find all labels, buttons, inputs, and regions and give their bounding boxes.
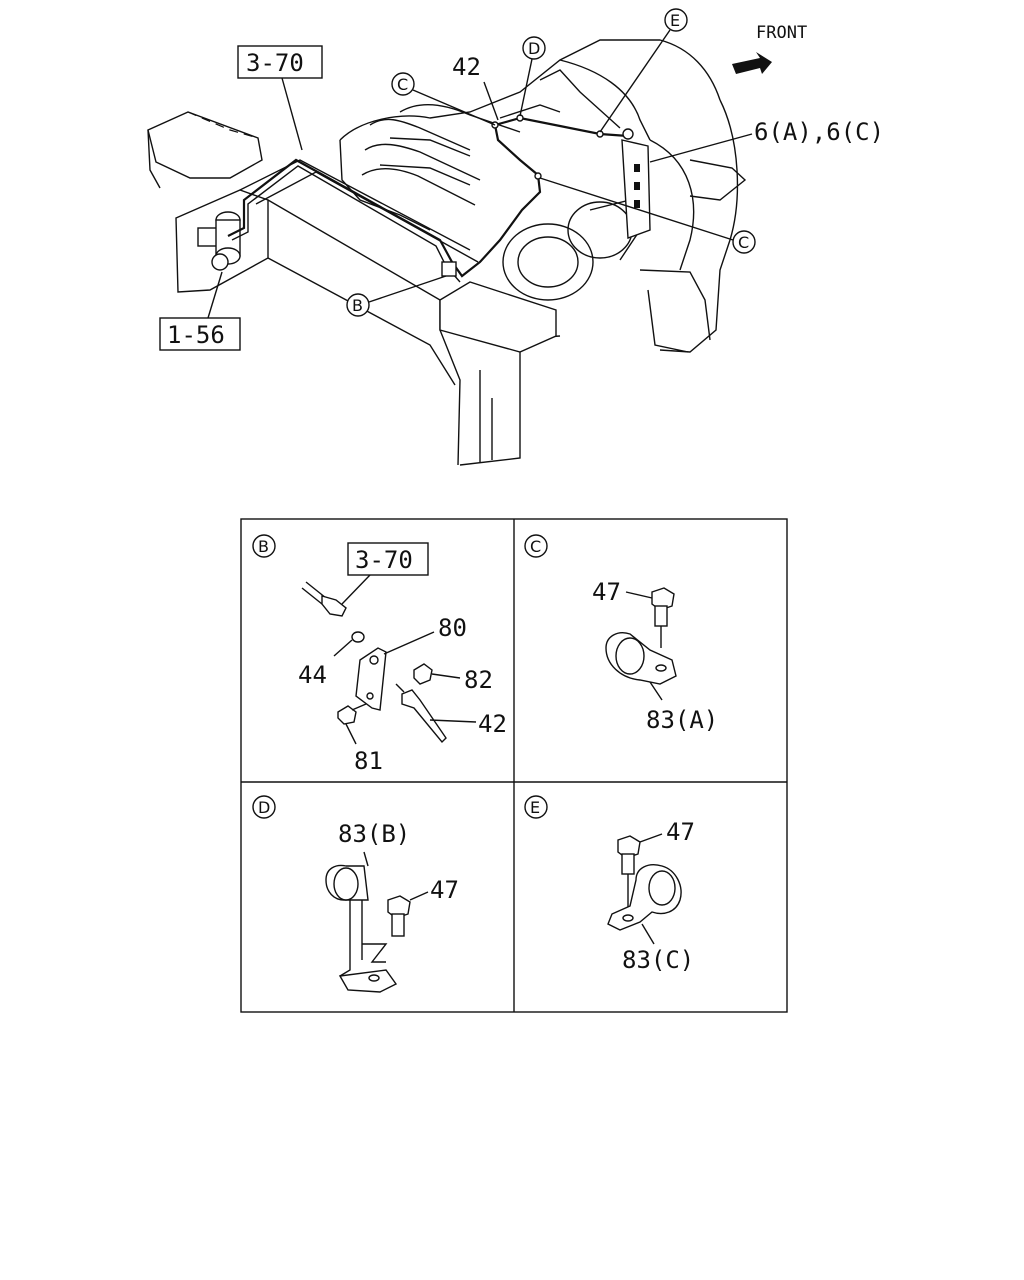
panel-b-label-82: 82 bbox=[464, 666, 493, 694]
callout-part-6: 6(A),6(C) bbox=[649, 118, 884, 163]
panel-e-label-47: 47 bbox=[666, 818, 695, 846]
callout-part-42: 42 bbox=[452, 53, 499, 121]
callout-circle-c-right-label: C bbox=[738, 233, 749, 252]
callout-3-70-label: 3-70 bbox=[246, 49, 304, 77]
callout-1-56: 1-56 bbox=[159, 271, 241, 351]
detail-panel-d: D 83(B) 47 bbox=[252, 795, 459, 993]
callout-circle-b-label: B bbox=[352, 296, 363, 315]
panel-d-label-47: 47 bbox=[430, 876, 459, 904]
panel-b-label-80: 80 bbox=[438, 614, 467, 642]
callout-1-56-label: 1-56 bbox=[167, 321, 225, 349]
detail-panel-b: B 3-70 80 44 82 42 81 bbox=[252, 534, 507, 775]
panel-b-letter: B bbox=[258, 537, 269, 556]
front-arrow-icon bbox=[732, 52, 772, 74]
callout-part-6-label: 6(A),6(C) bbox=[754, 118, 884, 146]
panel-e-letter: E bbox=[530, 798, 540, 817]
front-label: FRONT bbox=[756, 23, 807, 43]
detail-panel-c: C 47 83(A) bbox=[524, 534, 718, 734]
callout-circle-c-top: C bbox=[391, 72, 496, 126]
callout-circle-d: D bbox=[519, 36, 546, 117]
engine-assembly-illustration bbox=[147, 39, 747, 466]
callout-circle-c-right: C bbox=[539, 177, 756, 254]
panel-b-label-44: 44 bbox=[298, 661, 327, 689]
front-direction-indicator: FRONT bbox=[732, 23, 807, 74]
callout-3-70: 3-70 bbox=[237, 45, 323, 151]
callout-circle-e: E bbox=[599, 8, 688, 133]
panel-d-letter: D bbox=[258, 798, 270, 817]
detail-grid bbox=[240, 518, 788, 1013]
callout-circle-b: B bbox=[346, 275, 447, 317]
callout-circle-d-label: D bbox=[528, 39, 540, 58]
panel-c-label-47: 47 bbox=[592, 578, 621, 606]
panel-d-label-83: 83(B) bbox=[338, 820, 410, 848]
panel-c-letter: C bbox=[530, 537, 541, 556]
callout-part-42-label: 42 bbox=[452, 53, 481, 81]
callout-circle-e-label: E bbox=[670, 11, 680, 30]
panel-e-label-83: 83(C) bbox=[622, 946, 694, 974]
panel-b-label-81: 81 bbox=[354, 747, 383, 775]
callout-circle-c-top-label: C bbox=[397, 75, 408, 94]
panel-b-label-42: 42 bbox=[478, 710, 507, 738]
panel-c-label-83: 83(A) bbox=[646, 706, 718, 734]
panel-b-ref: 3-70 bbox=[355, 546, 413, 574]
detail-panel-e: E 47 83(C) bbox=[524, 795, 695, 974]
